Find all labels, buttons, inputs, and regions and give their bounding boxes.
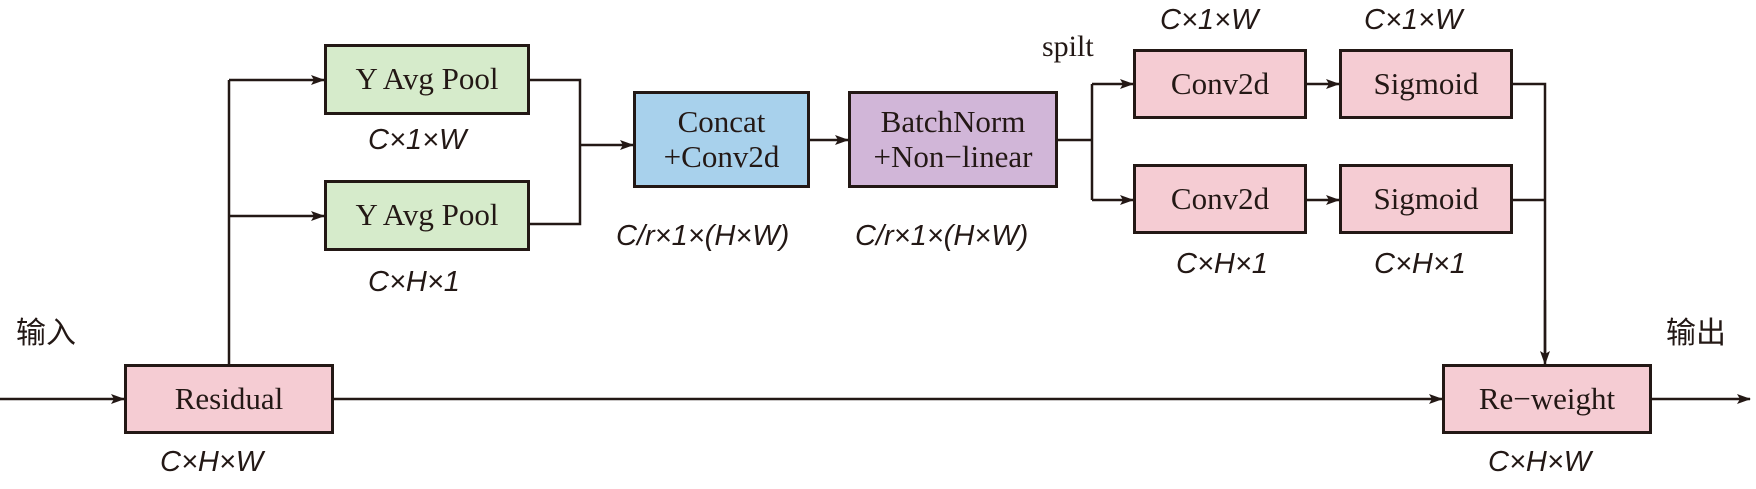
conv2d-bottom-block: Conv2d xyxy=(1133,164,1307,234)
reweight-dim-label: C×H×W xyxy=(1488,446,1592,478)
concat-label-line2: +Conv2d xyxy=(663,138,780,174)
concat-dim-label: C/r×1×(H×W) xyxy=(616,220,790,252)
concat-label-line1: Concat xyxy=(677,103,766,139)
residual-block: Residual xyxy=(124,364,334,434)
batchnorm-dim-label: C/r×1×(H×W) xyxy=(855,220,1029,252)
pool-h-dim-label: C×H×1 xyxy=(368,266,460,298)
residual-dim-label: C×H×W xyxy=(160,446,264,478)
output-label: 输出 xyxy=(1666,316,1726,351)
residual-block-label: Residual xyxy=(174,380,284,416)
pool-w-dim-label: C×1×W xyxy=(368,124,467,156)
conv2d-bottom-dim-label: C×H×1 xyxy=(1176,248,1268,280)
avg-pool-h-block: Y Avg Pool xyxy=(324,180,530,251)
split-label: spilt xyxy=(1042,30,1094,63)
reweight-block: Re−weight xyxy=(1442,364,1652,434)
line-sigmoid-top-out xyxy=(1513,82,1547,360)
avg-pool-w-block: Y Avg Pool xyxy=(324,44,530,115)
reweight-block-label: Re−weight xyxy=(1478,380,1616,416)
input-label: 输入 xyxy=(16,316,76,351)
connector-arrows xyxy=(0,75,1751,404)
batchnorm-label-line2: +Non−linear xyxy=(873,138,1033,174)
concat-conv-block: Concat +Conv2d xyxy=(633,91,810,188)
sigmoid-bottom-block: Sigmoid xyxy=(1339,164,1513,234)
batchnorm-label-line1: BatchNorm xyxy=(880,103,1026,139)
avg-pool-h-label: Y Avg Pool xyxy=(355,197,499,233)
conv2d-bottom-label: Conv2d xyxy=(1170,180,1270,216)
line-pool-w-merge xyxy=(530,78,582,226)
sigmoid-top-label: Sigmoid xyxy=(1373,65,1479,101)
sigmoid-top-block: Sigmoid xyxy=(1339,49,1513,119)
sigmoid-bottom-label: Sigmoid xyxy=(1373,180,1479,216)
conv2d-top-block: Conv2d xyxy=(1133,49,1307,119)
batchnorm-block: BatchNorm +Non−linear xyxy=(848,91,1058,188)
conv2d-top-dim-label: C×1×W xyxy=(1160,4,1259,36)
avg-pool-w-label: Y Avg Pool xyxy=(355,61,499,97)
sigmoid-bottom-dim-label: C×H×1 xyxy=(1374,248,1466,280)
conv2d-top-label: Conv2d xyxy=(1170,65,1270,101)
sigmoid-top-dim-label: C×1×W xyxy=(1364,4,1463,36)
